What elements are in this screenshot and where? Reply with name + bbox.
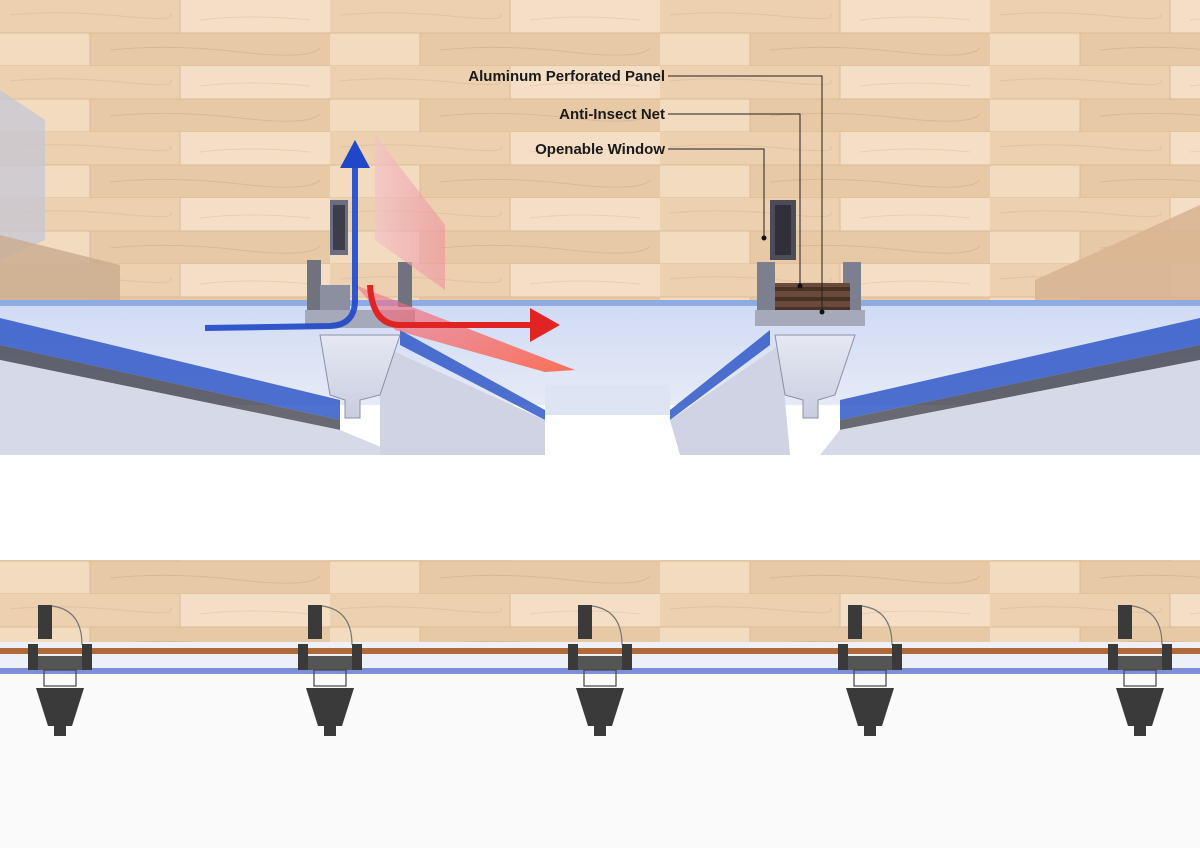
top-detail-view <box>0 0 1200 455</box>
blue-arrow-up-icon <box>204 140 370 331</box>
floor-wood-bottom <box>0 560 1200 645</box>
center-glass-opening <box>545 385 670 415</box>
plan-mullion-unit <box>838 605 902 736</box>
left-mullion <box>319 334 401 419</box>
floor-wood-top <box>0 0 1200 305</box>
left-glazing-frame <box>0 318 340 420</box>
plan-mullion-unit <box>568 605 632 736</box>
callout-dots <box>761 235 825 315</box>
plan-mullion-unit <box>1108 605 1172 736</box>
plan-mullion-unit <box>298 605 362 736</box>
right-mullion <box>774 334 856 419</box>
furniture-left <box>0 90 45 260</box>
right-window-profile <box>755 200 865 326</box>
right-glazing-frame <box>840 318 1200 420</box>
callout-leaders <box>668 75 823 312</box>
furniture-right <box>1035 205 1200 300</box>
plan-mullion-unit <box>28 605 92 736</box>
callout-aluminum-perforated-panel: Aluminum Perforated Panel <box>468 68 665 85</box>
anti-insect-net-line <box>0 648 1200 654</box>
callout-anti-insect-net: Anti-Insect Net <box>559 106 665 123</box>
callout-openable-window: Openable Window <box>535 141 665 158</box>
red-arrow-right-icon <box>367 284 560 342</box>
ventilation-plane <box>375 135 445 290</box>
